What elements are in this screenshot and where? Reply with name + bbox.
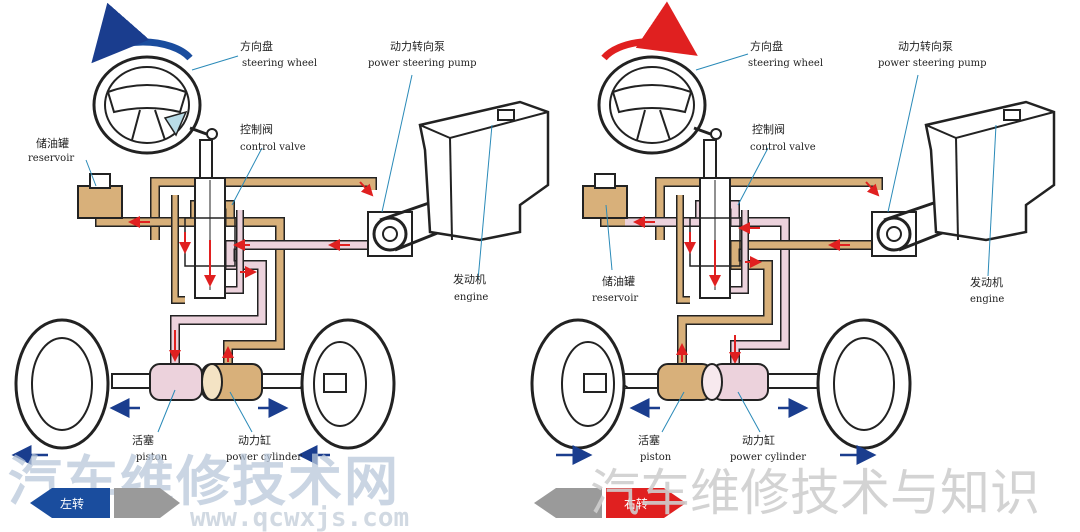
label-piston-zh: 活塞 (132, 433, 154, 447)
labels-right: 方向盘 steering wheel 动力转向泵 power steering … (592, 39, 1004, 463)
leader-lines-left (85, 55, 493, 433)
label-pump-zh: 动力转向泵 (390, 39, 445, 53)
front-axle-right (587, 363, 853, 401)
engine-right-icon (924, 100, 1056, 242)
label-engine-en: engine (970, 294, 1004, 305)
label-cylinder-en: power cylinder (226, 452, 302, 463)
left-turn-arrow-active (30, 488, 110, 518)
label-piston-en: piston (640, 452, 672, 463)
left-turn-arrow-inactive (534, 488, 602, 518)
watermark-right: 汽车维修技术与知识 (590, 464, 1040, 522)
front-axle-left (111, 363, 343, 401)
left-diagram: 方向盘 steering wheel 动力转向泵 power steering … (11, 2, 550, 465)
reservoir-left (77, 173, 123, 219)
label-pump-zh: 动力转向泵 (898, 39, 953, 53)
label-steering-zh: 方向盘 (240, 39, 273, 53)
left-turn-label: 左转 (60, 496, 84, 511)
label-engine-zh: 发动机 (970, 275, 1003, 289)
motion-arrows-left (11, 398, 330, 465)
right-turn-arrow-inactive (114, 488, 180, 518)
label-steering-en: steering wheel (748, 58, 823, 69)
labels-left: 方向盘 steering wheel 动力转向泵 power steering … (28, 39, 488, 463)
label-reservoir-zh: 储油罐 (36, 136, 69, 150)
motion-arrows-right (556, 398, 877, 465)
watermark-left-url: www.qcwxjs.com (190, 503, 409, 532)
label-cylinder-zh: 动力缸 (238, 433, 271, 447)
steering-wheel-icon (597, 55, 722, 181)
label-valve-zh: 控制阀 (752, 122, 785, 136)
label-cylinder-zh: 动力缸 (742, 433, 775, 447)
label-pump-en: power steering pump (878, 58, 987, 69)
flow-arrows-left (128, 181, 374, 362)
turn-indicator-right: 右转 (534, 488, 686, 518)
label-steering-en: steering wheel (242, 58, 317, 69)
wheel-right-icon (816, 318, 912, 450)
steering-wheel-icon (92, 55, 218, 181)
turn-indicator-left: 左转 (30, 488, 180, 518)
label-cylinder-en: power cylinder (730, 452, 806, 463)
label-steering-zh: 方向盘 (750, 39, 783, 53)
label-reservoir-en: reservoir (592, 293, 638, 304)
rotation-arrow-left (91, 2, 193, 64)
right-diagram: 方向盘 steering wheel 动力转向泵 power steering … (530, 1, 1056, 465)
label-pump-en: power steering pump (368, 58, 477, 69)
label-engine-zh: 发动机 (453, 272, 486, 286)
label-valve-en: control valve (750, 142, 816, 153)
label-valve-zh: 控制阀 (240, 122, 273, 136)
control-valve-right (689, 177, 741, 299)
wheel-right-icon (300, 318, 396, 450)
right-turn-arrow-active (606, 488, 686, 518)
wheel-left-icon (530, 318, 626, 450)
label-piston-en: piston (136, 452, 168, 463)
engine-left-icon (418, 100, 550, 242)
reservoir-right (582, 173, 628, 219)
label-valve-en: control valve (240, 142, 306, 153)
rotation-arrow-right (601, 1, 698, 61)
watermark-right-main: 汽车维修技术与知识 (590, 464, 1040, 522)
label-piston-zh: 活塞 (638, 433, 660, 447)
flow-arrows-right (633, 181, 880, 364)
label-engine-en: engine (454, 292, 488, 303)
leader-lines-right (605, 53, 997, 433)
label-reservoir-zh: 储油罐 (602, 274, 635, 288)
wheel-left-icon (14, 318, 110, 450)
right-turn-label: 右转 (624, 496, 648, 511)
label-reservoir-en: reservoir (28, 153, 74, 164)
